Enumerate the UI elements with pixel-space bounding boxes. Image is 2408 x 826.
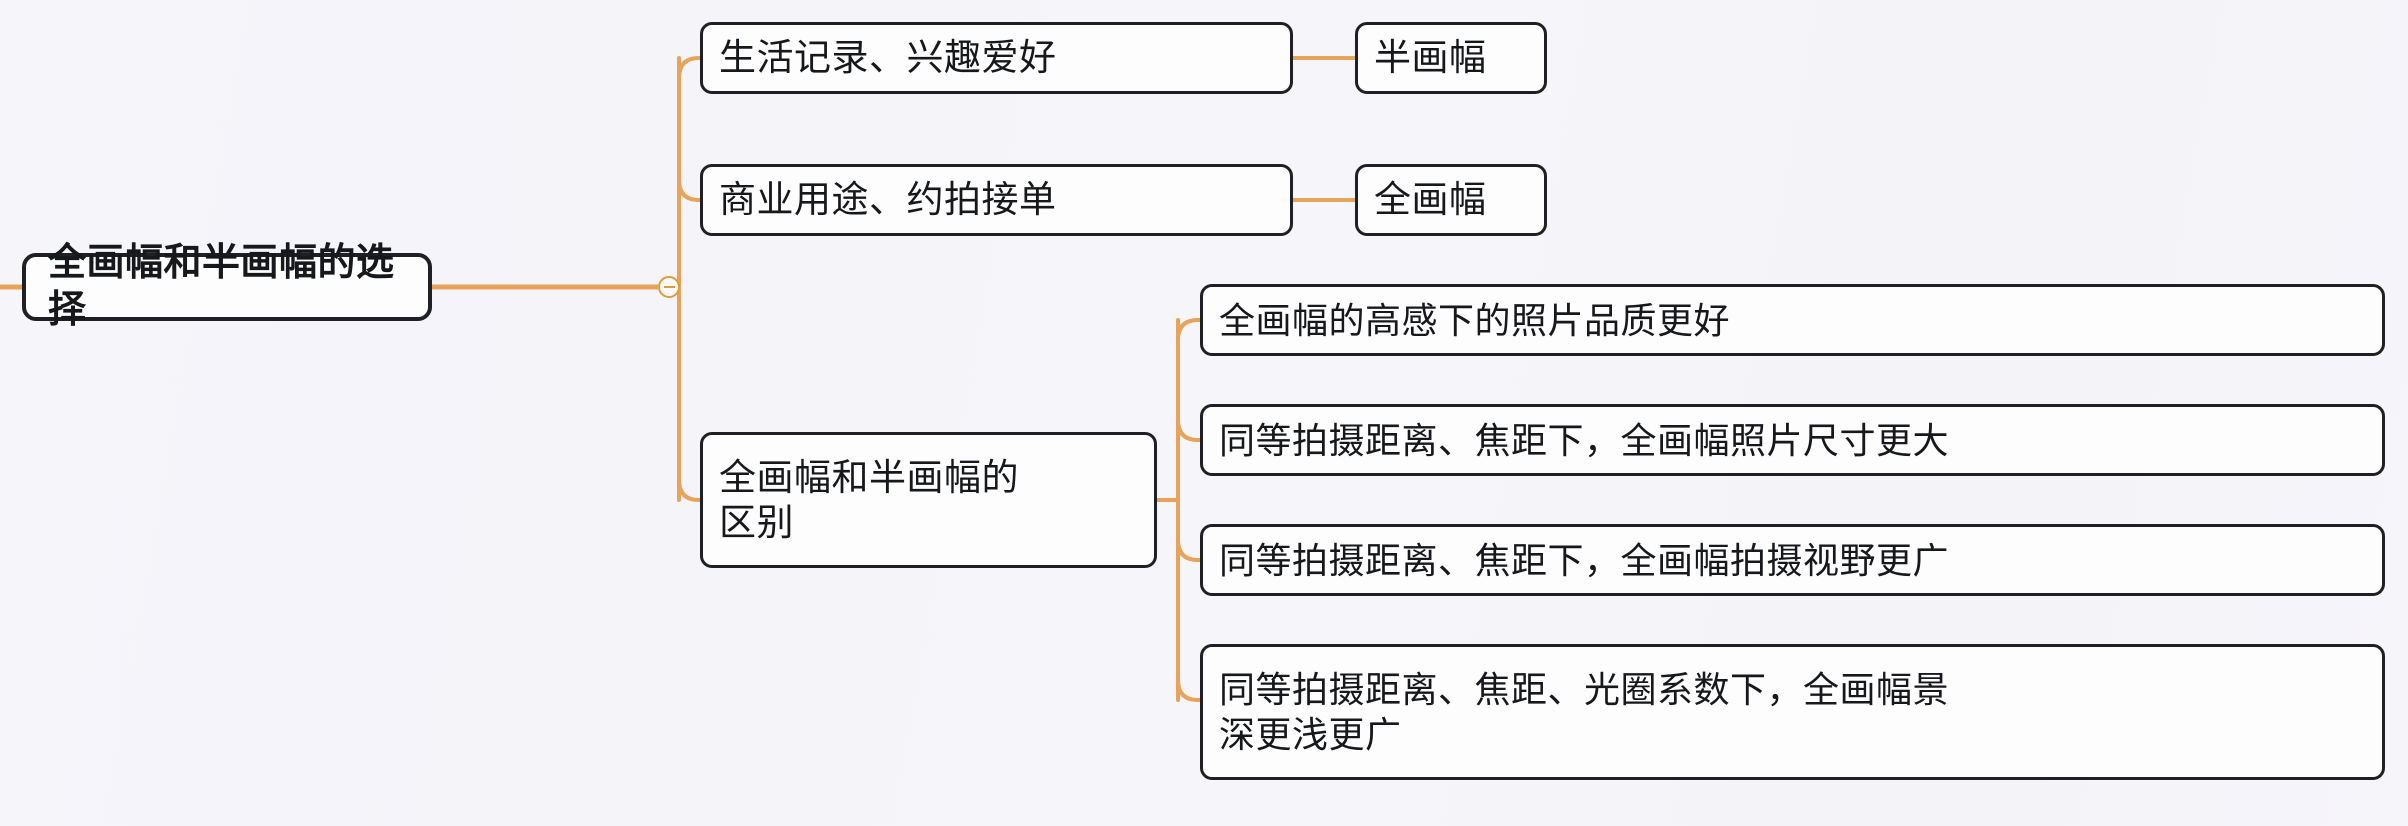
root-node[interactable]: 全画幅和半画幅的选择 — [22, 242, 432, 331]
detail-node-3-1[interactable]: 全画幅的高感下的照片品质更好 — [1200, 284, 2385, 356]
connector-detail-3 — [1176, 538, 1202, 562]
connector-branch-2 — [677, 178, 702, 202]
leaf-node-2-1-label: 全画幅 — [1374, 179, 1487, 221]
branch-node-3-label: 全画幅和半画幅的 区别 — [719, 456, 1019, 543]
branch-node-1-label: 生活记录、兴趣爱好 — [719, 37, 1057, 79]
minus-icon — [663, 286, 675, 288]
leaf-node-2-1[interactable]: 全画幅 — [1355, 164, 1547, 236]
leaf-node-1-1[interactable]: 半画幅 — [1355, 22, 1547, 94]
root-node-label: 全画幅和半画幅的选择 — [48, 241, 395, 332]
connector-detail-2 — [1176, 418, 1202, 442]
connector-detail-1 — [1176, 318, 1202, 342]
detail-node-3-3-label: 同等拍摄距离、焦距下，全画幅拍摄视野更广 — [1219, 539, 1950, 581]
leaf-node-1-1-label: 半画幅 — [1374, 37, 1487, 79]
connector-branch-1 — [677, 56, 702, 80]
connector-detail-4 — [1176, 678, 1202, 702]
branch-node-3[interactable]: 全画幅和半画幅的 区别 — [700, 432, 1157, 568]
detail-node-3-2-label: 同等拍摄距离、焦距下，全画幅照片尺寸更大 — [1219, 419, 1950, 461]
branch-node-2[interactable]: 商业用途、约拍接单 — [700, 164, 1293, 236]
detail-node-3-2[interactable]: 同等拍摄距离、焦距下，全画幅照片尺寸更大 — [1200, 404, 2385, 476]
branch-node-1[interactable]: 生活记录、兴趣爱好 — [700, 22, 1293, 94]
detail-node-3-4[interactable]: 同等拍摄距离、焦距、光圈系数下，全画幅景 深更浅更广 — [1200, 644, 2385, 780]
detail-node-3-4-label: 同等拍摄距离、焦距、光圈系数下，全画幅景 深更浅更广 — [1219, 669, 1950, 755]
branch-node-2-label: 商业用途、约拍接单 — [719, 179, 1057, 221]
root-collapse-toggle[interactable] — [658, 276, 680, 298]
detail-node-3-3[interactable]: 同等拍摄距离、焦距下，全画幅拍摄视野更广 — [1200, 524, 2385, 596]
detail-node-3-1-label: 全画幅的高感下的照片品质更好 — [1219, 299, 1731, 341]
connector-branch-3 — [677, 478, 702, 502]
